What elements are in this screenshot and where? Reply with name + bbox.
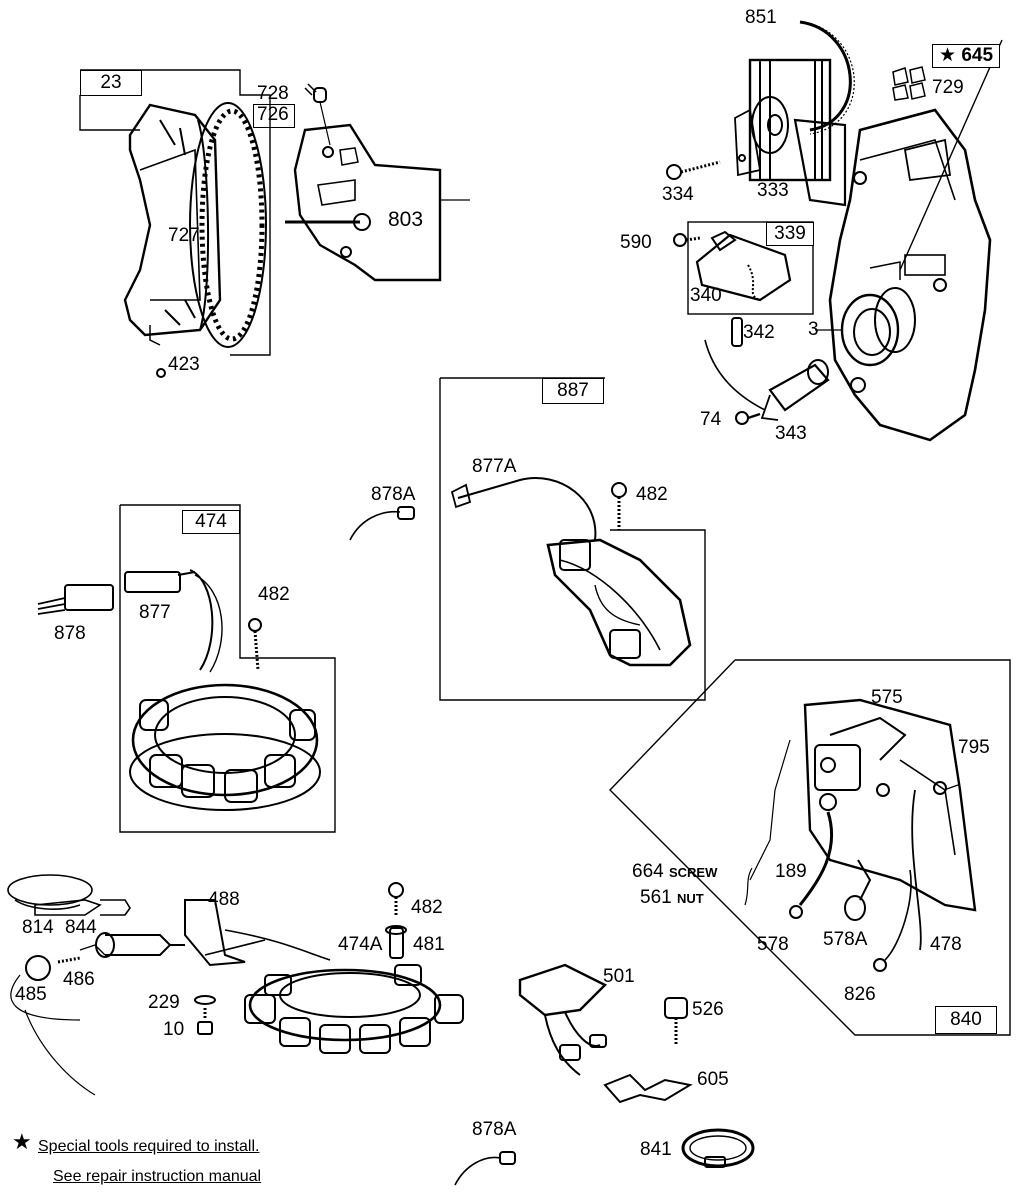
part-590-label: 590 — [620, 232, 652, 253]
part-844-label: 844 — [65, 917, 97, 938]
part-561-label: 561 NUT — [640, 888, 704, 909]
part-645-label: 645 — [961, 45, 994, 66]
part-343-label: 343 — [775, 423, 807, 444]
part-334-label: 334 — [662, 184, 694, 205]
part-803-label: 803 — [388, 208, 424, 231]
part-23-label: 23 — [100, 72, 122, 93]
part-10-label: 10 — [163, 1019, 185, 1040]
part-887-label: 887 — [557, 380, 589, 401]
part-727-label: 727 — [168, 225, 200, 246]
special-tools-star-icon: ★ — [12, 1129, 32, 1154]
part-481-label: 481 — [413, 934, 445, 955]
part-3-label: 3 — [808, 319, 819, 340]
part-664-label: 664 SCREW — [632, 862, 717, 883]
part-189-label: 189 — [775, 861, 807, 882]
part-575-label: 575 — [871, 687, 903, 708]
part-877-label: 877 — [139, 602, 171, 623]
part-333-label: 333 — [757, 180, 789, 201]
part-840-box: 840 — [935, 1006, 997, 1034]
part-478-label: 478 — [930, 934, 962, 955]
screw-word: SCREW — [668, 865, 718, 880]
bottom-left-assembly — [7, 874, 464, 1096]
part-482-label-left: 482 — [258, 584, 290, 605]
footnote-line-1: Special tools required to install. — [38, 1138, 260, 1155]
part-814-label: 814 — [22, 917, 54, 938]
alternator-887 — [349, 377, 706, 701]
part-887-box: 887 — [542, 378, 604, 404]
part-339-label: 339 — [774, 223, 806, 244]
stator-474 — [37, 504, 336, 833]
part-486-label: 486 — [63, 969, 95, 990]
footnote-line-2: See repair instruction manual — [53, 1168, 262, 1185]
part-423-label: 423 — [168, 354, 200, 375]
part-339-box: 339 — [766, 222, 814, 246]
part-645-box: ★ 645 — [932, 44, 1000, 68]
part-728-label: 728 — [257, 83, 289, 104]
part-878A-label-bottom: 878A — [472, 1119, 517, 1140]
part-645-box-content: ★ 645 — [933, 46, 999, 66]
part-474-box: 474 — [182, 510, 240, 534]
part-840-label: 840 — [950, 1009, 982, 1030]
part-878A-label-top: 878A — [371, 484, 416, 505]
part-726-box — [253, 104, 295, 128]
switch-339 — [673, 221, 830, 425]
part-578-label: 578 — [757, 934, 789, 955]
flywheel-assembly — [79, 69, 331, 378]
part-729-label: 729 — [932, 77, 964, 98]
part-485-label: 485 — [15, 984, 47, 1005]
part-23-box: 23 — [80, 70, 142, 96]
engine-housing-3 — [815, 39, 1003, 442]
part-482-label-center: 482 — [636, 484, 668, 505]
part-561-number: 561 — [640, 887, 672, 908]
part-826-label: 826 — [844, 984, 876, 1005]
part-526-label: 526 — [692, 999, 724, 1020]
part-878-label: 878 — [54, 623, 86, 644]
part-841-label: 841 — [640, 1139, 672, 1160]
part-664-number: 664 — [632, 861, 664, 882]
part-488-label: 488 — [208, 889, 240, 910]
nut-word: NUT — [676, 891, 704, 906]
part-726-label: 726 — [257, 104, 289, 125]
rectifier-panel-840 — [609, 659, 1011, 1036]
part-229-label: 229 — [148, 992, 180, 1013]
part-74-label: 74 — [700, 409, 722, 430]
starter-plate-803 — [285, 123, 470, 282]
part-342-label: 342 — [743, 322, 775, 343]
part-578A-label: 578A — [823, 929, 868, 950]
part-501-label: 501 — [603, 966, 635, 987]
part-474-label: 474 — [195, 511, 227, 532]
armature-333 — [666, 20, 855, 207]
rectifier-501 — [454, 963, 755, 1186]
part-605-label: 605 — [697, 1069, 729, 1090]
part-474A-label: 474A — [338, 934, 383, 955]
part-340-label: 340 — [690, 285, 722, 306]
part-851-label: 851 — [745, 7, 777, 28]
part-877A-label: 877A — [472, 456, 517, 477]
special-tool-star-icon: ★ — [938, 45, 957, 66]
part-795-label: 795 — [958, 737, 990, 758]
part-482-label-bottom: 482 — [411, 897, 443, 918]
